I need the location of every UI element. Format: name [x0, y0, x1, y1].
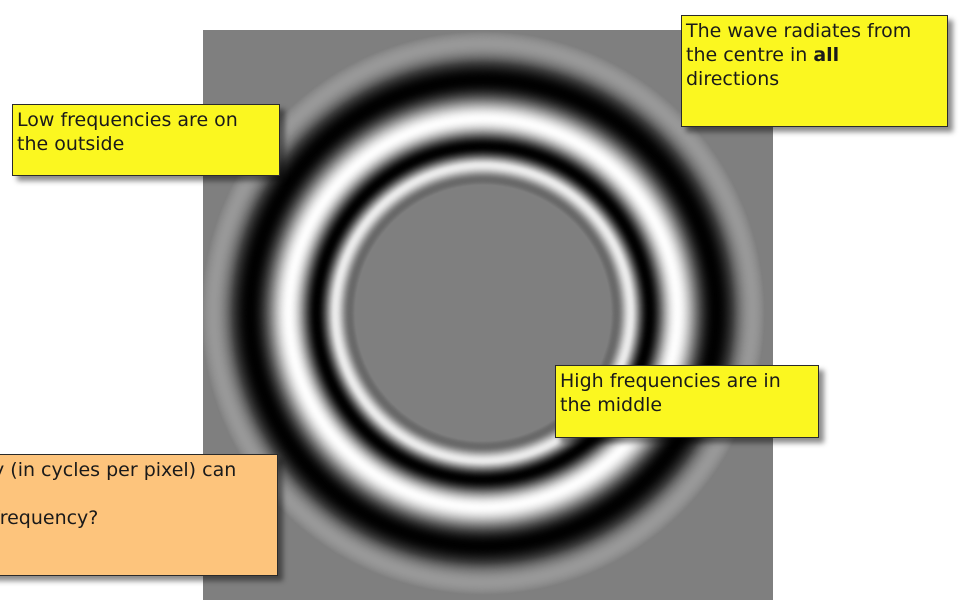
- note-wave-radiates-line-2: the centre in all: [686, 43, 941, 67]
- note-question: y (in cycles per pixel) can frequency?: [0, 454, 278, 576]
- note-wave-radiates-line-3: directions: [686, 68, 780, 90]
- note-question-line-2: [0, 482, 271, 506]
- note-high-frequencies-line-1: High frequencies are in: [560, 370, 781, 392]
- note-low-frequencies-line-2: the outside: [17, 133, 125, 155]
- note-wave-radiates-line-2-text: the centre in: [686, 44, 814, 66]
- note-wave-radiates-line-1: The wave radiates from: [686, 20, 912, 42]
- radial-frequency-ring-image: [203, 30, 773, 600]
- note-wave-radiates-emphasis: all: [813, 44, 840, 66]
- concentric-rings: [203, 31, 765, 595]
- ring-centre: [355, 185, 611, 441]
- note-low-frequencies: Low frequencies are on the outside: [12, 104, 280, 176]
- note-question-line-3: frequency?: [0, 507, 99, 529]
- note-wave-radiates: The wave radiates from the centre in all…: [681, 15, 948, 127]
- note-high-frequencies: High frequencies are in the middle: [555, 365, 819, 438]
- note-question-line-1: y (in cycles per pixel) can: [0, 459, 237, 481]
- note-low-frequencies-line-1: Low frequencies are on: [17, 109, 238, 131]
- note-high-frequencies-line-2: the middle: [560, 394, 663, 416]
